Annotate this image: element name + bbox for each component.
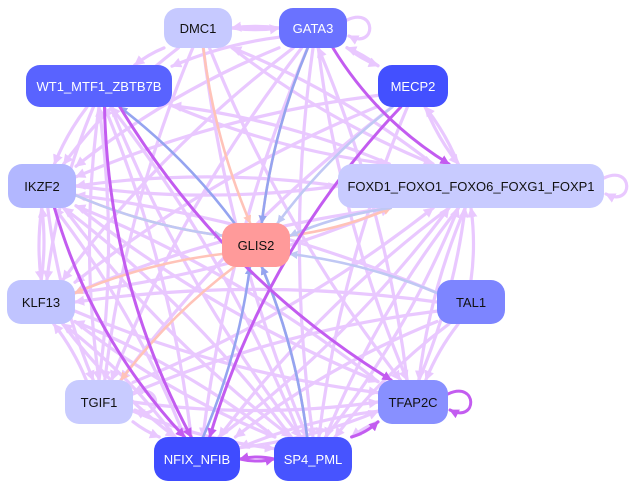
- edge-foxd1-to-glis2: [288, 206, 393, 237]
- edge-gata3-to-glis2: [258, 46, 309, 225]
- node-klf13[interactable]: KLF13: [7, 280, 75, 324]
- node-glis2[interactable]: GLIS2: [222, 223, 290, 267]
- node-tfap2c[interactable]: TFAP2C: [378, 380, 448, 424]
- node-sp4-pml[interactable]: SP4_PML: [274, 437, 352, 481]
- edge-tgif1-to-nfix: [131, 420, 161, 439]
- node-dmc1[interactable]: DMC1: [164, 8, 232, 48]
- edge-sp4-to-nfix: [238, 452, 276, 462]
- node-label: TGIF1: [80, 394, 118, 410]
- edge-gata3-to-foxd1: [331, 46, 451, 166]
- node-label: FOXD1_FOXO1_FOXO6_FOXG1_FOXP1: [347, 178, 595, 194]
- edge-klf13-to-tfap2c: [73, 309, 380, 397]
- node-foxd1-foxo1-foxo6-foxg1-foxp1[interactable]: FOXD1_FOXO1_FOXO6_FOXG1_FOXP1: [338, 164, 604, 208]
- edge-mecp2-to-klf13: [73, 104, 380, 284]
- edge-glis2-to-wt1: [118, 105, 236, 225]
- edge-dmc1-to-glis2: [202, 46, 252, 225]
- edge-mecp2-to-gata3: [345, 46, 380, 68]
- node-mecp2[interactable]: MECP2: [378, 65, 448, 107]
- edge-gata3-to-ikzf2: [74, 46, 281, 168]
- edge-nfix-to-foxd1: [217, 206, 451, 439]
- edge-sp4-to-tfap2c: [350, 420, 380, 439]
- edge-glis2-to-klf13: [73, 252, 224, 295]
- edge-wt1-to-nfix: [103, 105, 193, 439]
- edge-mecp2-to-sp4: [314, 105, 409, 439]
- node-label: WT1_MTF1_ZBTB7B: [36, 78, 162, 94]
- edge-nfix-to-tfap2c: [238, 409, 380, 450]
- edge-gata3-to-gata3: [345, 15, 372, 45]
- node-label: TFAP2C: [388, 394, 438, 410]
- node-tgif1[interactable]: TGIF1: [65, 380, 133, 424]
- edge-tal1-to-nfix: [233, 319, 439, 439]
- edge-gata3-to-dmc1: [230, 21, 281, 32]
- node-label: DMC1: [179, 20, 217, 36]
- node-label: MECP2: [390, 78, 436, 94]
- node-label: GATA3: [292, 20, 334, 36]
- node-label: SP4_PML: [283, 451, 343, 467]
- edge-tfap2c-to-tfap2c: [446, 389, 473, 419]
- node-nfix-nfib[interactable]: NFIX_NFIB: [154, 437, 240, 481]
- edge-tal1-to-tfap2c: [424, 322, 460, 382]
- node-label: IKZF2: [24, 178, 60, 194]
- edge-nfix-to-glis2: [201, 265, 254, 439]
- node-wt1-mtf1-zbtb7b[interactable]: WT1_MTF1_ZBTB7B: [26, 65, 172, 107]
- edge-dmc1-to-tgif1: [100, 46, 195, 382]
- edge-tgif1-to-klf13: [52, 322, 88, 382]
- edge-dmc1-to-wt1: [133, 46, 166, 67]
- edge-sp4-to-klf13: [73, 320, 277, 439]
- edge-ikzf2-to-nfix: [53, 206, 186, 439]
- edge-foxd1-to-wt1: [170, 101, 391, 166]
- edge-foxd1-to-foxd1: [602, 173, 629, 203]
- node-ikzf2[interactable]: IKZF2: [8, 164, 76, 208]
- edge-sp4-to-wt1: [109, 105, 302, 439]
- edge-dmc1-to-tfap2c: [207, 46, 402, 382]
- edge-tal1-to-glis2: [288, 250, 439, 295]
- edge-wt1-to-ikzf2: [52, 105, 89, 166]
- edge-foxd1-to-mecp2: [423, 105, 460, 166]
- edge-foxd1-to-dmc1: [230, 46, 435, 166]
- node-tal1[interactable]: TAL1: [437, 280, 505, 324]
- node-label: GLIS2: [237, 237, 275, 253]
- node-gata3[interactable]: GATA3: [279, 8, 347, 48]
- edge-tfap2c-to-ikzf2: [74, 204, 380, 384]
- edge-tal1-to-klf13: [73, 287, 439, 306]
- edge-sp4-to-ikzf2: [62, 206, 293, 439]
- edge-foxd1-to-sp4: [324, 206, 460, 439]
- edge-foxd1-to-nfix: [217, 206, 451, 439]
- edge-tal1-to-foxd1: [467, 206, 478, 282]
- edge-tfap2c-to-nfix: [238, 409, 380, 450]
- edge-gata3-to-klf13: [61, 46, 295, 282]
- edge-glis2-to-tgif1: [119, 265, 236, 382]
- edge-ikzf2-to-tfap2c: [74, 204, 380, 384]
- node-label: KLF13: [21, 294, 61, 310]
- edge-mecp2-to-glis2: [276, 105, 394, 225]
- edge-nfix-to-ikzf2: [52, 206, 187, 439]
- node-label: NFIX_NFIB: [163, 451, 231, 467]
- edge-klf13-to-ikzf2: [37, 206, 49, 282]
- edge-tgif1-to-wt1: [95, 105, 111, 382]
- node-label: TAL1: [455, 294, 487, 310]
- edge-nfix-to-wt1: [102, 105, 193, 439]
- edge-ikzf2-to-glis2: [74, 194, 224, 239]
- edge-gata3-to-wt1: [170, 35, 281, 68]
